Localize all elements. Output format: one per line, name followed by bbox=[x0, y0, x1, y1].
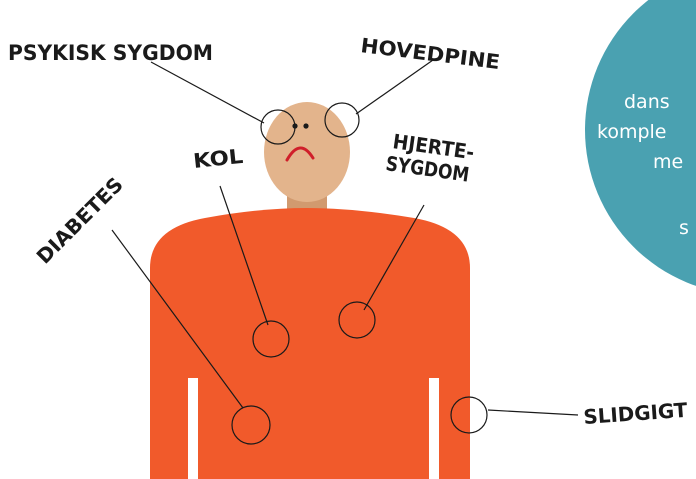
info-circle-line-4: s bbox=[679, 217, 689, 239]
label-slidgigt: SLIDGIGT bbox=[583, 398, 689, 429]
slidgigt-line bbox=[488, 410, 578, 415]
label-diabetes: DIABETES bbox=[32, 172, 128, 268]
info-circle-line-3: me bbox=[653, 151, 683, 173]
info-circle-line-1: dans bbox=[624, 91, 670, 113]
right-arm-stripe bbox=[429, 378, 439, 479]
label-psykisk-sygdom: PSYKISK SYGDOM bbox=[8, 41, 213, 65]
hovedpine-line bbox=[356, 60, 433, 114]
label-kol: KOL bbox=[192, 144, 245, 173]
label-hovedpine: HOVEDPINE bbox=[359, 33, 501, 74]
left-arm-stripe bbox=[188, 378, 198, 479]
info-circle bbox=[585, 0, 696, 295]
info-circle-line-2: komple bbox=[597, 121, 667, 143]
right-eye bbox=[303, 123, 308, 128]
psykisk-sygdom-line bbox=[151, 62, 264, 123]
